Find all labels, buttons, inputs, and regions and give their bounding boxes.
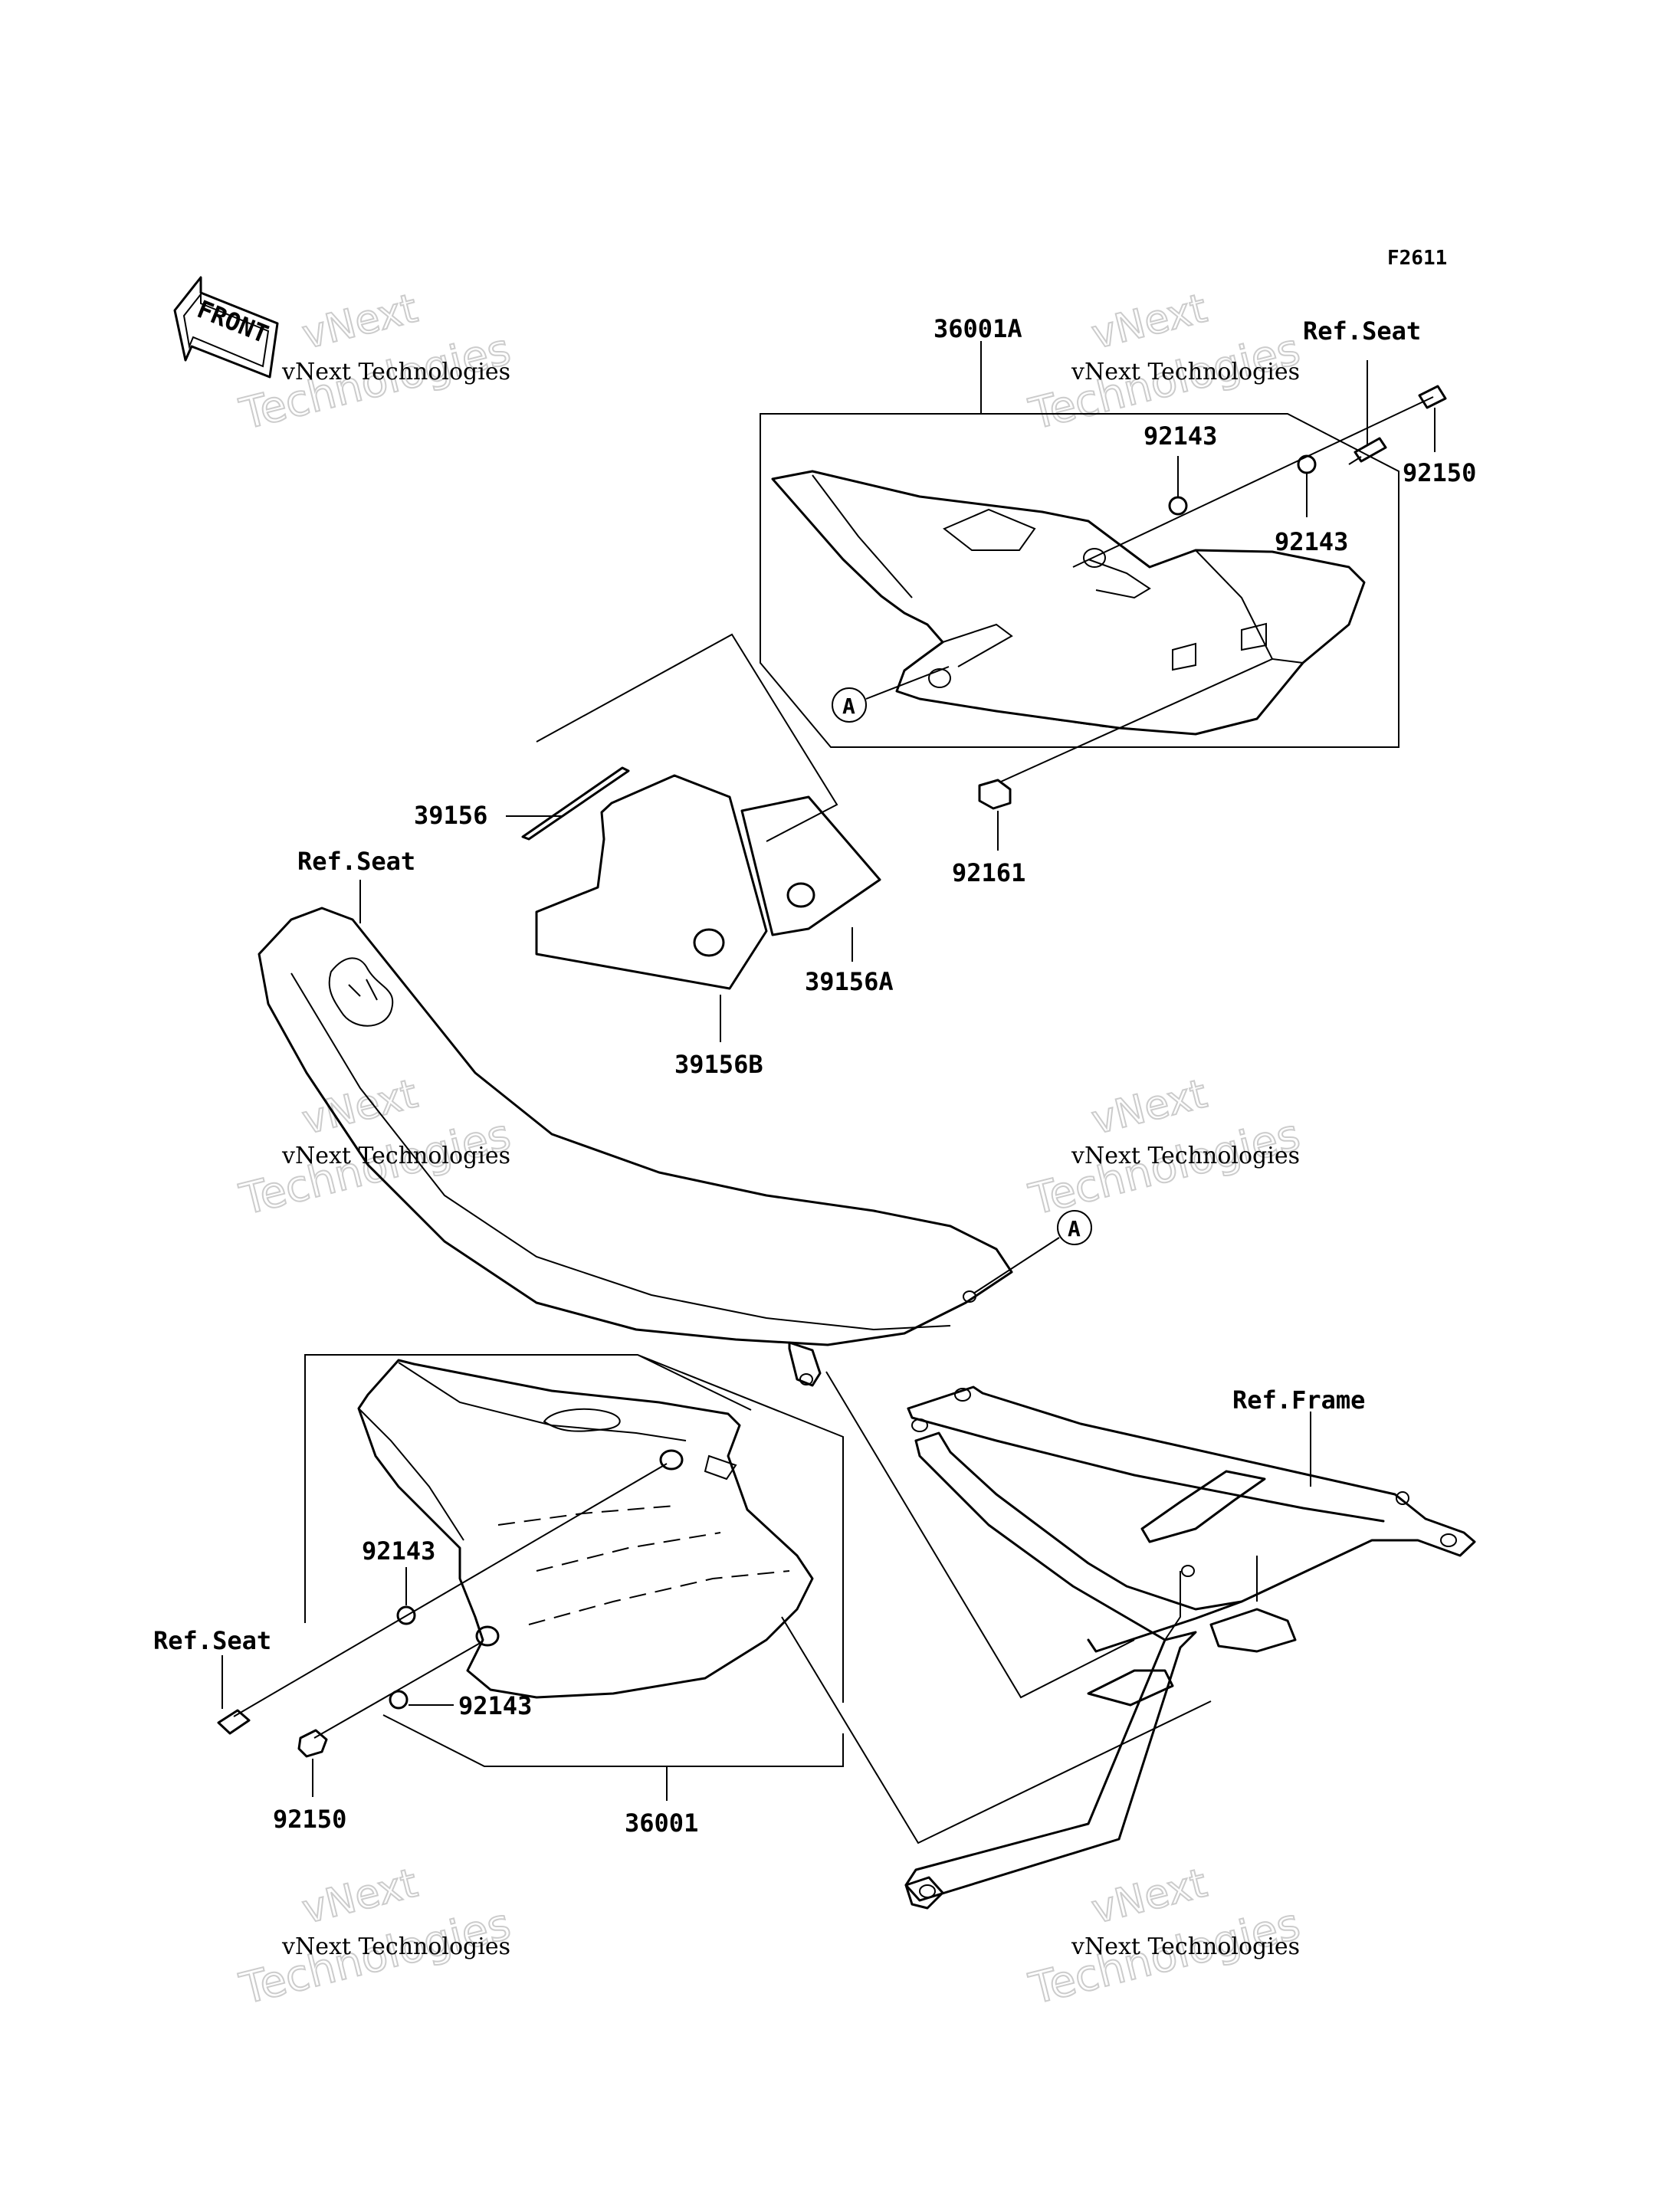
bolt-92150-bottom: [297, 1729, 328, 1758]
marker-a-top: [832, 687, 867, 723]
leader-ref-seat-bolt-axis: [233, 1463, 668, 1717]
decal-39156B: [535, 774, 768, 990]
watermark-bottom-left: vNext Technologies vNext Technologies: [235, 1860, 517, 2015]
label-92161: 92161: [952, 858, 1025, 887]
marker-a-top-text: A: [842, 694, 855, 719]
frame-reference: Ref.Frame: [904, 1385, 1476, 1910]
label-92143-b: 92143: [1275, 527, 1348, 556]
watermark-text: vNext Technologies: [1071, 1933, 1300, 1960]
label-ref-frame: Ref.Frame: [1232, 1385, 1365, 1415]
watermark-text: vNext Technologies: [1071, 1143, 1300, 1169]
label-92143-a: 92143: [1144, 421, 1217, 451]
bracket-36001A: [760, 413, 1399, 748]
watermark-vnext: vNext: [298, 286, 422, 359]
front-arrow-icon: FRONT: [173, 276, 279, 379]
leader-92161-axis: [1000, 658, 1273, 782]
diagram-code: F2611: [1387, 247, 1447, 270]
side-cover-right-group: A 36001A Ref.Seat 92143 92150 92143 9216…: [760, 314, 1476, 887]
marker-a-mid-text: A: [1068, 1216, 1081, 1241]
label-39156B: 39156B: [674, 1050, 763, 1079]
grommet-92161: [978, 779, 1012, 810]
decal-39156: [521, 766, 630, 841]
washer-92143-b: [1297, 454, 1317, 474]
front-arrow-text: FRONT: [193, 294, 273, 349]
label-36001A: 36001A: [934, 314, 1022, 343]
watermark-vnext: vNext: [1088, 1861, 1212, 1933]
bolt-ref-seat-top: [1348, 437, 1387, 465]
watermark-top-right: vNext Technologies vNext Technologies: [1024, 285, 1306, 441]
bolt-92150-top: [1418, 385, 1447, 409]
bracket-36001-upper: [304, 1354, 844, 1703]
label-92150-bottom: 92150: [273, 1805, 346, 1834]
watermark-mid-left: vNext Technologies vNext Technologies: [235, 1071, 517, 1226]
watermark-vnext: vNext: [1088, 286, 1212, 359]
side-cover-36001: [357, 1359, 814, 1699]
decal-39156A: [740, 795, 881, 936]
watermark-vnext: vNext: [298, 1071, 422, 1144]
marker-a-mid: [1057, 1210, 1092, 1245]
seat-reference: Ref.Seat A: [258, 847, 1092, 1387]
label-92143-c: 92143: [362, 1536, 435, 1566]
label-92143-d: 92143: [458, 1691, 532, 1720]
washer-92143-c: [396, 1605, 416, 1625]
leader-marker-a-mid: [973, 1237, 1060, 1294]
label-ref-seat-bottom: Ref.Seat: [153, 1626, 271, 1655]
watermark-vnext: vNext: [298, 1861, 422, 1933]
bracket-frame-link-upper: [825, 1371, 1135, 1699]
label-39156: 39156: [414, 801, 487, 830]
watermark-text: vNext Technologies: [281, 1933, 510, 1960]
leader-marker-a-top: [865, 666, 950, 700]
watermark-vnext: vNext: [1088, 1071, 1212, 1144]
watermark-text: vNext Technologies: [1071, 359, 1300, 385]
watermark-text: vNext Technologies: [281, 359, 510, 385]
watermark-mid-right: vNext Technologies vNext Technologies: [1024, 1071, 1306, 1226]
side-cover-left-group: 36001 92143 Ref.Seat 92143 92150: [153, 1354, 1212, 1844]
bracket-39156: [536, 633, 838, 842]
watermark-top-left: vNext Technologies vNext Technologies: [235, 285, 517, 441]
bolt-ref-seat-bottom: [217, 1709, 251, 1735]
label-92150-top: 92150: [1403, 458, 1476, 487]
bracket-frame-link: [781, 1616, 1212, 1844]
watermark-bottom-right: vNext Technologies vNext Technologies: [1024, 1860, 1306, 2015]
label-ref-seat-top: Ref.Seat: [1303, 316, 1421, 346]
watermark-text: vNext Technologies: [281, 1143, 510, 1169]
label-ref-seat-mid: Ref.Seat: [297, 847, 415, 876]
leader-92150-axis: [313, 1641, 484, 1739]
washer-92143-d: [389, 1690, 409, 1710]
leader-92150-top: [1072, 396, 1434, 568]
washer-92143-a: [1168, 496, 1188, 516]
bracket-36001-lower: [382, 1714, 844, 1767]
label-36001: 36001: [625, 1808, 698, 1838]
side-cover-36001A: [771, 470, 1366, 736]
decal-group: 39156 39156B 39156A: [414, 633, 894, 1079]
label-39156A: 39156A: [805, 967, 894, 996]
